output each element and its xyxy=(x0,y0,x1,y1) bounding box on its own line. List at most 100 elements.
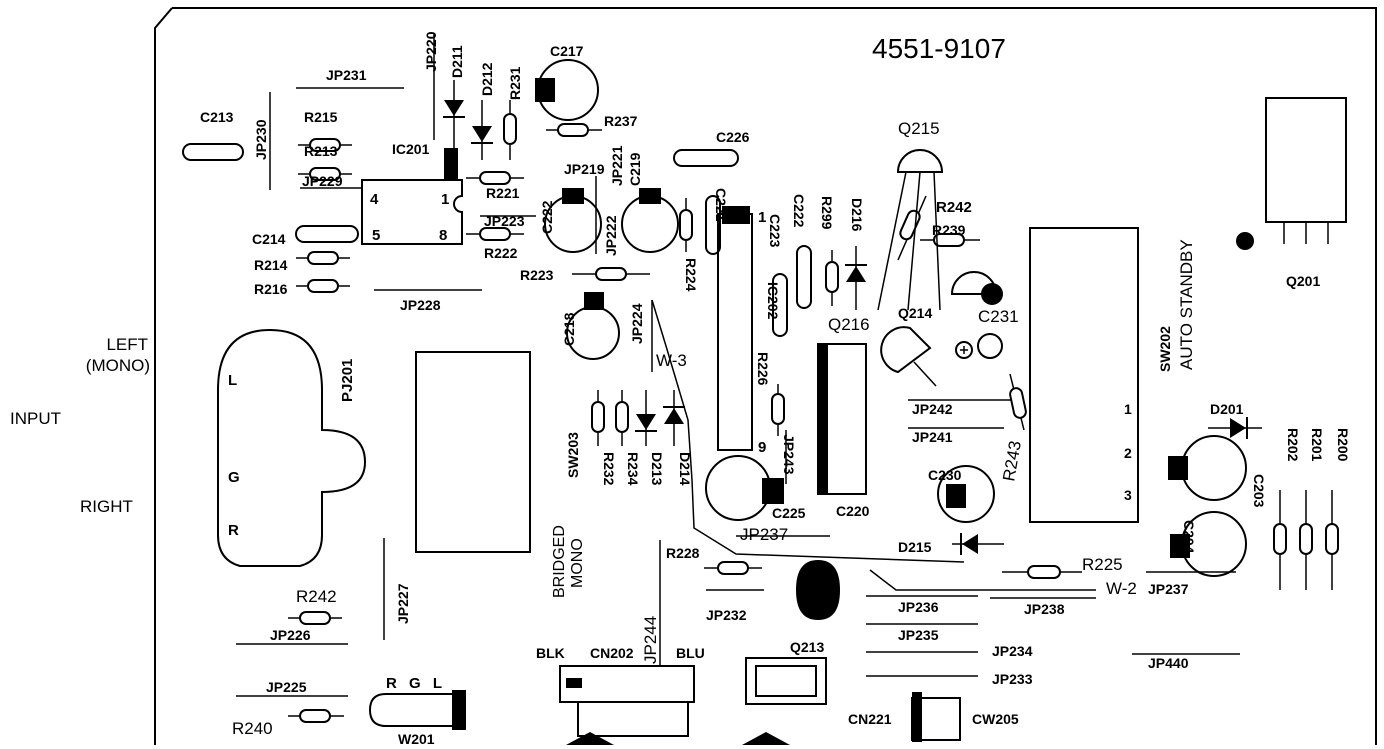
d201-label: D201 xyxy=(1210,401,1244,417)
r214-label: R214 xyxy=(254,257,288,273)
jp238-label: JP238 xyxy=(1024,601,1065,617)
w201-label: W201 xyxy=(398,731,435,747)
capacitor-c229: C220 xyxy=(817,343,870,519)
capacitor-c203: C203 xyxy=(1168,435,1267,508)
r224-label: R224 xyxy=(683,258,699,292)
c203-label: C203 xyxy=(1251,474,1267,508)
sw202-label: SW202 xyxy=(1157,326,1173,372)
r242-label: R243 xyxy=(999,439,1025,482)
q213-label: Q213 xyxy=(790,639,824,655)
capacitor-c217: C217 xyxy=(535,43,599,121)
marker-dot xyxy=(1236,232,1254,250)
right-label: RIGHT xyxy=(80,497,133,516)
resistors-horizontal xyxy=(288,123,1082,723)
jp230-label: JP230 xyxy=(253,119,269,160)
cw205-label: CW205 xyxy=(972,711,1019,727)
r240-label: R242 xyxy=(296,587,337,606)
c229-label: C220 xyxy=(836,503,870,519)
capacitor-c225: C225 xyxy=(705,455,806,521)
c223-label: C223 xyxy=(767,214,783,248)
sw203-body xyxy=(415,351,531,553)
c218-label: C218 xyxy=(561,312,577,346)
r233-label: R237 xyxy=(604,113,638,129)
jp232-label: JP232 xyxy=(706,607,747,623)
jp234-label: JP234 xyxy=(992,643,1033,659)
cn221-label: CN221 xyxy=(848,711,892,727)
jp242-label: JP241 xyxy=(912,429,953,445)
jp231-label: JP231 xyxy=(326,67,367,83)
capacitor-c221: C221 xyxy=(705,188,729,255)
r231-label: R231 xyxy=(507,66,523,100)
r299-label: R299 xyxy=(819,196,835,230)
c221-label: C221 xyxy=(713,188,729,222)
ic201-pin5: 5 xyxy=(372,227,380,244)
jp225-label: JP225 xyxy=(266,679,307,695)
ic202: 1 9 IC202 xyxy=(717,206,781,456)
r201-label: R201 xyxy=(1309,428,1325,462)
c220-label: C222 xyxy=(539,200,555,234)
connector-cn202: BLK CN202 BLU xyxy=(536,645,705,745)
jp237-label: JP237 xyxy=(740,525,788,544)
jp226-label: JP226 xyxy=(270,627,311,643)
ic201-pin1: 1 xyxy=(441,191,449,208)
ic202-pin1: 1 xyxy=(758,209,766,226)
capacitor-c213: C213 xyxy=(182,109,244,161)
jumper-lines xyxy=(236,34,1240,697)
diodes xyxy=(443,80,1262,555)
ic201-pin8: 8 xyxy=(439,227,447,244)
w2-label: W-2 xyxy=(1106,579,1137,598)
jp227-label: JP227 xyxy=(395,583,411,624)
input-label: INPUT xyxy=(10,409,61,428)
jp241-label: JP237 xyxy=(1148,581,1189,597)
r216-label: R216 xyxy=(254,281,288,297)
r202-label: R202 xyxy=(1285,428,1301,462)
c213-label: C213 xyxy=(200,109,234,125)
r222-label: R222 xyxy=(484,245,518,261)
jp244-label: JP243 xyxy=(781,434,797,475)
d213-label: D213 xyxy=(649,452,665,486)
d211-label: D211 xyxy=(449,45,465,78)
board-id: 4551-9107 xyxy=(872,33,1006,64)
jp221-label: JP221 xyxy=(609,145,625,186)
jack-name: PJ201 xyxy=(339,359,356,402)
jp228-label: JP228 xyxy=(400,297,441,313)
bridged-label: BRIDGED xyxy=(551,525,568,598)
d212-label: D212 xyxy=(479,62,495,96)
jp235-label: JP235 xyxy=(898,627,939,643)
r228-label: R228 xyxy=(666,545,700,561)
jack-pin-l: L xyxy=(228,372,237,389)
c219-label: C219 xyxy=(627,152,643,186)
r226-label: R226 xyxy=(755,352,771,386)
ic201-pin4: 4 xyxy=(370,191,379,208)
cn202-blu-label: BLU xyxy=(676,645,705,661)
capacitor-c230: C230 xyxy=(928,465,995,523)
sw203-label: SW203 xyxy=(565,432,581,478)
cn202-blk-label: BLK xyxy=(536,645,565,661)
jp224-label: JP224 xyxy=(629,303,645,344)
jp245-label: JP244 xyxy=(641,616,660,664)
mono-label: (MONO) xyxy=(86,356,150,375)
jack-pin-r: R xyxy=(228,522,239,539)
r225-label: R225 xyxy=(1082,555,1123,574)
r221-label: R221 xyxy=(486,185,520,201)
sw202-pos1: 1 xyxy=(1124,401,1132,417)
r213-label: R213 xyxy=(304,143,338,159)
c204-label: C204 xyxy=(1181,520,1197,554)
r237-label: R239 xyxy=(932,222,966,238)
connector-cw205: CN221 CW205 xyxy=(848,692,1019,742)
r239-label: R240 xyxy=(232,719,273,738)
jp229-label: JP229 xyxy=(302,173,343,189)
r200-label: R200 xyxy=(1335,428,1351,462)
d216-label: D216 xyxy=(849,198,865,232)
jp222-label: JP222 xyxy=(603,215,619,256)
c230-label: C230 xyxy=(928,467,962,483)
capacitor-c223: C223 xyxy=(767,214,788,337)
jp440-label: JP440 xyxy=(1148,655,1189,671)
board-outline xyxy=(154,7,1377,745)
c231-label: C231 xyxy=(978,307,1019,326)
q214-label: Q215 xyxy=(898,119,940,138)
mono-mode-label: MONO xyxy=(569,538,586,588)
q216-label: Q216 xyxy=(828,315,870,334)
